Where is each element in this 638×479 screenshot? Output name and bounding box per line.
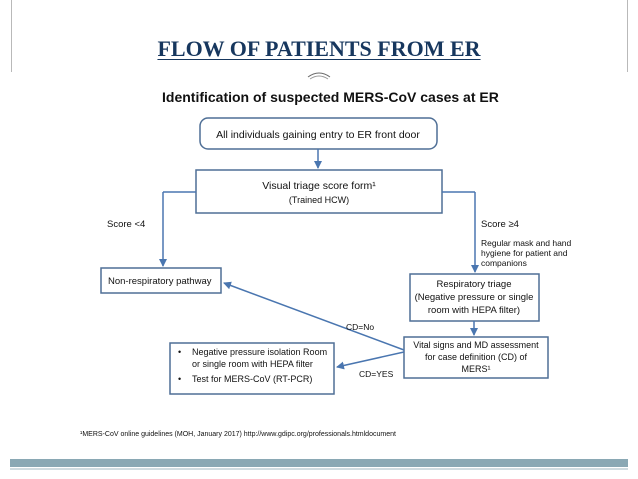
non-respiratory-box: [100, 267, 222, 294]
mask-note-line1: Regular mask and hand: [481, 238, 572, 248]
entry-box-label: All individuals gaining entry to ER fron…: [216, 129, 420, 141]
respiratory-box: [409, 273, 540, 322]
slide-frame-right: [627, 0, 628, 72]
score-high-label: Score ≥4: [481, 219, 519, 230]
respiratory-line1: Respiratory triage: [437, 279, 512, 290]
bullet-2-icon: •: [178, 374, 181, 384]
cd-yes-label: CD=YES: [359, 369, 394, 379]
non-respiratory-label: Non-respiratory pathway: [108, 276, 212, 287]
vital-line1: Vital signs and MD assessment: [413, 340, 539, 350]
isolation-bullet1-line1: Negative pressure isolation Room: [192, 347, 327, 357]
triage-form-label: Visual triage score form¹: [262, 180, 376, 192]
arrow-cd-yes: [336, 351, 405, 370]
bottom-bar: [10, 459, 628, 467]
isolation-bullet1-line2: or single room with HEPA filter: [192, 359, 313, 369]
respiratory-line2: (Negative pressure or single: [415, 292, 534, 303]
bottom-line: [10, 468, 628, 470]
figure-title: Identification of suspected MERS-CoV cas…: [162, 89, 499, 105]
isolation-bullet2: Test for MERS-CoV (RT-PCR): [192, 374, 312, 384]
isolation-box: [169, 342, 335, 395]
vital-line2: for case definition (CD) of: [425, 352, 528, 362]
vital-signs-box: [403, 336, 549, 379]
bullet-1-icon: •: [178, 347, 181, 357]
ornament-icon: [307, 72, 331, 78]
vital-line3: MERS¹: [462, 364, 491, 374]
triage-form-sublabel: (Trained HCW): [289, 195, 349, 205]
score-low-label: Score <4: [107, 219, 145, 230]
mask-note-line3: companions: [481, 258, 527, 268]
cd-no-label: CD=No: [346, 322, 374, 332]
footnote: ¹MERS-CoV online guidelines (MOH, Januar…: [80, 431, 396, 438]
arrow-cd-no: [223, 281, 405, 351]
respiratory-line3: room with HEPA filter): [428, 305, 520, 316]
mask-note-line2: hygiene for patient and: [481, 248, 568, 258]
slide-title: FLOW OF PATIENTS FROM ER: [157, 36, 481, 61]
slide-frame-left: [11, 0, 12, 72]
